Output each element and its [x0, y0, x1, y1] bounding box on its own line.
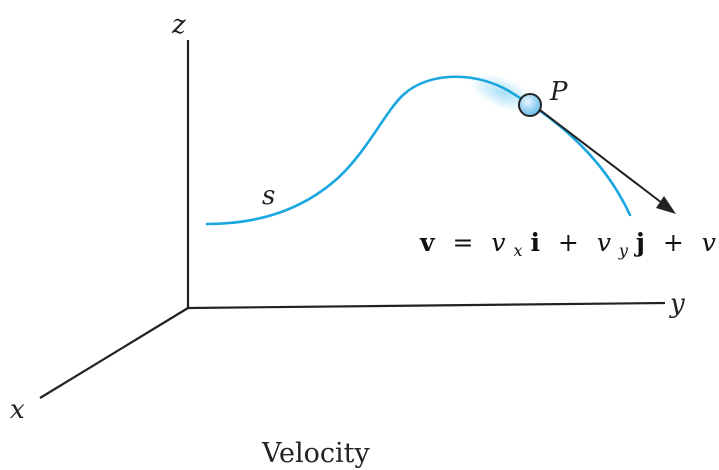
velocity-arrowhead — [656, 196, 676, 214]
particle-label: P — [549, 77, 568, 107]
plus-sign-1: + — [558, 228, 579, 257]
equals-sign: = — [452, 228, 473, 257]
y-axis — [187, 301, 666, 310]
velocity-equation: v = v x i + v y j + v z k — [419, 228, 719, 262]
plus-sign-2: + — [663, 228, 684, 257]
path-label: s — [262, 181, 275, 211]
figure-caption: Velocity — [261, 438, 370, 469]
vy-component: v — [597, 228, 611, 257]
vx-component: v — [491, 228, 505, 257]
j-unit-vector: j — [634, 228, 645, 257]
x-axis — [39, 307, 189, 399]
z-axis-label: z — [171, 10, 186, 40]
particle-p — [518, 93, 542, 117]
i-unit-vector: i — [530, 228, 540, 257]
vx-subscript: x — [513, 241, 522, 260]
velocity-vector-symbol: v — [419, 228, 436, 257]
vz-component: v — [702, 228, 716, 257]
velocity-arrow — [539, 109, 663, 204]
y-axis-label: y — [669, 289, 685, 319]
vy-subscript: y — [618, 241, 629, 260]
x-axis-label: x — [10, 395, 25, 425]
